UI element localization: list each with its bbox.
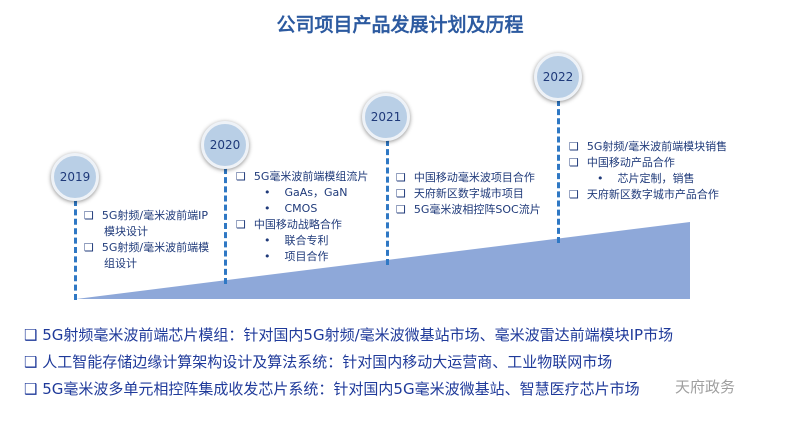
milestone-item: CMOS: [236, 201, 368, 217]
checkbox-bullet-icon: ❑: [236, 218, 246, 231]
milestone-item: ❑5G毫米波相控阵SOC流片: [396, 203, 541, 216]
milestone-item: ❑天府新区数字城市产品合作: [569, 188, 719, 201]
timeline-line-2022: [557, 100, 560, 243]
milestone-item: ❑5G毫米波前端模组流片: [236, 170, 369, 183]
checkbox-bullet-icon: ❑: [569, 188, 579, 201]
product-list: ❑ 5G射频毫米波前端芯片模组：针对国内5G射频/毫米波微基站市场、毫米波雷达前…: [24, 322, 673, 403]
milestone-item: ❑中国移动产品合作: [569, 156, 675, 169]
checkbox-bullet-icon: ❑: [569, 140, 579, 153]
milestone-item: ❑5G射频/毫米波前端模: [84, 241, 210, 254]
checkbox-bullet-icon: ❑: [84, 241, 94, 254]
product-item: ❑ 5G毫米波多单元相控阵集成收发芯片系统：针对国内5G毫米波微基站、智慧医疗芯…: [24, 380, 640, 398]
checkbox-bullet-icon: ❑: [569, 156, 579, 169]
milestone-item: 模块设计: [104, 225, 148, 238]
milestones-2022: ❑5G射频/毫米波前端模块销售 ❑中国移动产品合作芯片定制，销售❑天府新区数字城市…: [569, 139, 727, 203]
checkbox-bullet-icon: ❑: [396, 171, 406, 184]
product-item: ❑ 人工智能存储边缘计算架构设计及算法系统：针对国内移动大运营商、工业物联网市场: [24, 353, 613, 371]
checkbox-bullet-icon: ❑: [396, 187, 406, 200]
milestone-item: ❑中国移动毫米波项目合作: [396, 171, 535, 184]
milestones-2021: ❑中国移动毫米波项目合作 ❑天府新区数字城市项目 ❑5G毫米波相控阵SOC流片: [396, 170, 541, 218]
milestone-item: 芯片定制，销售: [569, 171, 727, 187]
milestone-item: ❑5G射频/毫米波前端模块销售: [569, 140, 728, 153]
milestone-item: 组设计: [104, 257, 137, 270]
year-circle-2019: 2019: [51, 153, 99, 201]
checkbox-bullet-icon: ❑: [84, 209, 94, 222]
milestone-item: ❑5G射频/毫米波前端IP: [84, 209, 208, 222]
milestones-2019: ❑5G射频/毫米波前端IP 模块设计 ❑5G射频/毫米波前端模组设计: [84, 208, 209, 272]
year-circle-2020: 2020: [201, 121, 249, 169]
milestones-2020: ❑5G毫米波前端模组流片 GaAs，GaNCMOS❑中国移动战略合作联合专利项目合…: [236, 169, 368, 265]
milestone-item: GaAs，GaN: [236, 185, 368, 201]
timeline-line-2021: [386, 140, 389, 265]
year-circle-2022: 2022: [534, 53, 582, 101]
watermark: 天府政务: [675, 378, 736, 396]
milestone-item: ❑中国移动战略合作: [236, 218, 342, 231]
timeline-line-2020: [224, 168, 227, 284]
checkbox-bullet-icon: ❑: [396, 203, 406, 216]
checkbox-bullet-icon: ❑: [236, 170, 246, 183]
year-circle-2021: 2021: [362, 93, 410, 141]
product-item: ❑ 5G射频毫米波前端芯片模组：针对国内5G射频/毫米波微基站市场、毫米波雷达前…: [24, 326, 674, 344]
page-title: 公司项目产品发展计划及历程: [276, 14, 524, 36]
milestone-item: ❑天府新区数字城市项目: [396, 187, 524, 200]
timeline-line-2019: [74, 200, 77, 300]
milestone-item: 项目合作: [236, 249, 368, 265]
milestone-item: 联合专利: [236, 233, 368, 249]
